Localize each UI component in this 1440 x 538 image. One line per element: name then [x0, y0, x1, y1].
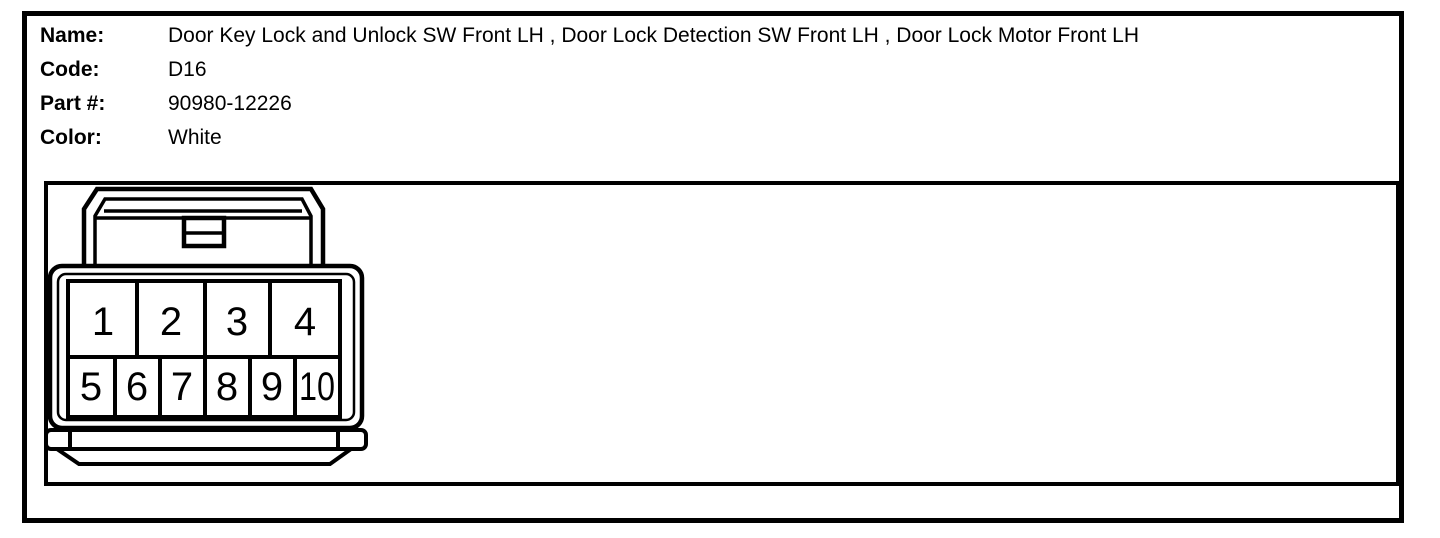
pin-number-10: 10 [299, 365, 335, 409]
latch-inner-wall [93, 197, 313, 266]
latch-outer-wall [81, 186, 326, 266]
color-value: White [168, 126, 222, 149]
pin-number-6: 6 [126, 365, 148, 409]
body-inner-outline [56, 272, 356, 422]
pin-numbers: 1 2 3 4 5 6 7 8 9 10 [80, 300, 335, 409]
header-row-code: Code: D16 [40, 53, 1139, 87]
header-row-part-number: Part #: 90980-12226 [40, 87, 1139, 121]
connector-info-header: Name: Door Key Lock and Unlock SW Front … [40, 19, 1139, 155]
diagram-frame [44, 181, 1400, 486]
connector-latch [81, 186, 326, 266]
header-row-name: Name: Door Key Lock and Unlock SW Front … [40, 19, 1139, 53]
pin-grid [66, 279, 342, 419]
connector-diagram: 1 2 3 4 5 6 7 8 9 10 [44, 186, 368, 466]
pin-number-5: 5 [80, 365, 102, 409]
pin-number-7: 7 [171, 365, 193, 409]
pin-number-8: 8 [216, 365, 238, 409]
part-number-label: Part #: [40, 92, 106, 115]
pin-number-2: 2 [160, 300, 182, 344]
base-trapezoid [50, 447, 358, 466]
connector-base [44, 428, 368, 466]
name-value: Door Key Lock and Unlock SW Front LH , D… [168, 24, 1140, 47]
name-label: Name: [40, 24, 105, 47]
header-row-color: Color: White [40, 121, 1139, 155]
pin-number-9: 9 [261, 365, 283, 409]
page-border [22, 11, 1404, 523]
part-number-value: 90980-12226 [168, 92, 292, 115]
pin-number-1: 1 [92, 300, 114, 344]
color-label: Color: [40, 126, 102, 149]
pin-number-4: 4 [294, 300, 316, 344]
code-label: Code: [40, 58, 100, 81]
pin-number-3: 3 [226, 300, 248, 344]
base-strip [44, 428, 368, 451]
code-value: D16 [168, 58, 207, 81]
